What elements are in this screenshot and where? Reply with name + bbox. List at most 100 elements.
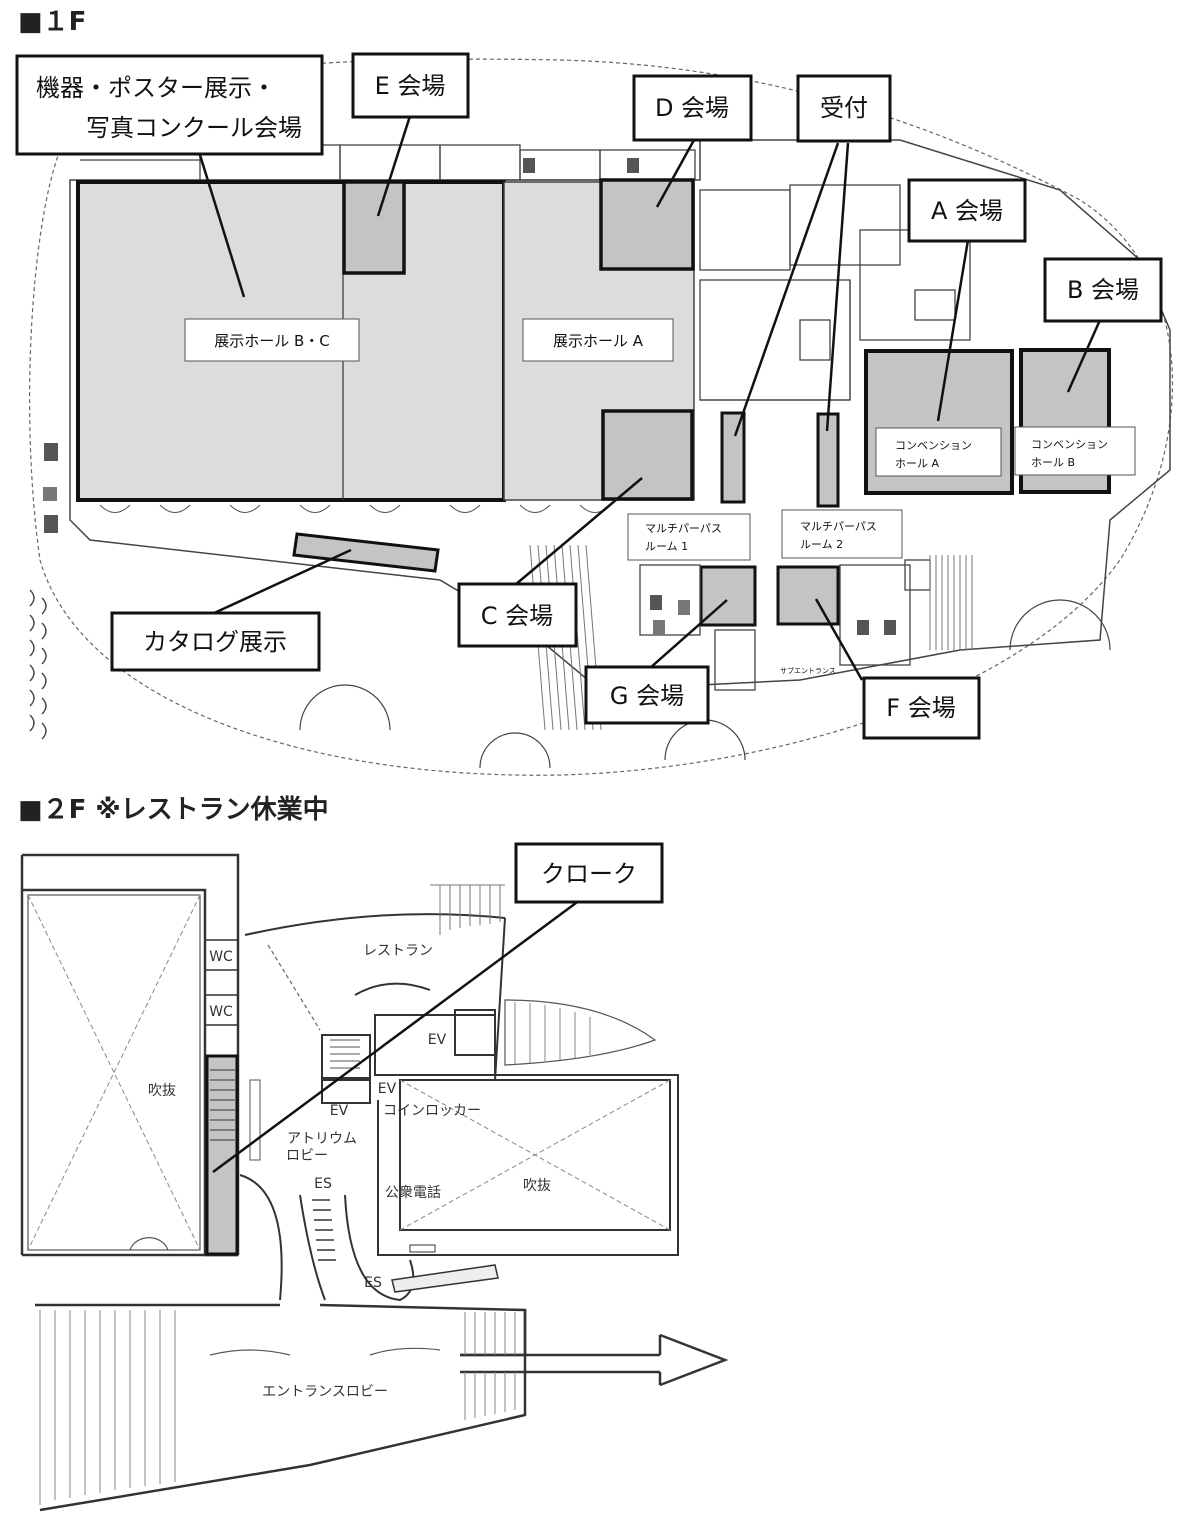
restroom-icon <box>857 620 869 635</box>
entrance-arcs-1f <box>99 504 611 513</box>
callout-lines-1f <box>198 115 1102 681</box>
void-right-frame <box>377 1074 679 1256</box>
callout-venue-c-label: C 会場 <box>481 602 553 630</box>
callout-venue-d: D 会場 <box>632 74 753 142</box>
service-rooms-right <box>699 184 971 401</box>
void-left-label: 吹抜 <box>148 1083 176 1099</box>
callout-catalog: カタログ展示 <box>110 611 321 672</box>
callout-cloak-label: クローク <box>541 860 637 888</box>
hall-bc-label-box <box>184 318 360 362</box>
mp1-label-line1: マルチパーパス <box>645 522 722 535</box>
callout-venue-g: G 会場 <box>584 665 710 725</box>
lower-service-rooms <box>639 559 931 691</box>
conv-a-label-line1: コンベンション <box>895 439 972 452</box>
es-label-2: ES <box>364 1275 382 1291</box>
catalog-display-area <box>292 532 440 573</box>
restaurant-label: レストラン <box>363 943 433 959</box>
callout-poster-exhibit: 機器・ポスター展示・ 写真コンクール会場 <box>15 54 324 156</box>
atrium-label-line2: ロビー <box>286 1148 328 1164</box>
wedge-stripes <box>514 1002 591 1064</box>
es-label-1: ES <box>314 1176 332 1192</box>
venue-e-area <box>342 180 406 275</box>
entrance-lobby-walls <box>35 1303 729 1512</box>
restroom-icon <box>523 158 535 173</box>
wc-room-2 <box>204 994 239 1026</box>
restroom-icon <box>884 620 896 635</box>
void-left <box>27 894 201 1251</box>
void-left-cross <box>27 894 201 1251</box>
void-left-arc <box>129 1237 169 1251</box>
site-outline-1f <box>29 58 1173 776</box>
callout-venue-d-label: D 会場 <box>655 94 729 122</box>
conv-b-label-line2: ホール B <box>1031 456 1075 469</box>
ev-label-3: EV <box>330 1103 349 1119</box>
restroom-icon <box>44 515 58 533</box>
mp1-label-line2: ルーム 1 <box>645 540 688 553</box>
hall-bc-label: 展示ホール B・C <box>214 332 330 350</box>
bridge-dashed <box>267 944 321 1031</box>
venue-c-area <box>601 409 694 501</box>
hall-a-label-box <box>522 318 674 362</box>
mp1-label-box <box>627 513 751 561</box>
atrium-stairs <box>330 1039 360 1069</box>
floor2-plan: WC WC 吹抜 レストラン EV EV EV コインロッカー アトリウム ロビ… <box>20 842 729 1512</box>
conv-a-label-line2: ホール A <box>895 457 939 470</box>
cloakroom-area <box>205 1054 239 1256</box>
restroom-icon <box>44 443 58 461</box>
wheelchair-icon <box>653 620 665 635</box>
payphone-mark <box>409 1244 436 1253</box>
callout-poster-line1: 機器・ポスター展示・ <box>36 74 276 102</box>
ev-label-2: EV <box>378 1081 397 1097</box>
callout-poster-line2: 写真コンクール会場 <box>86 114 302 142</box>
atrium-curve-left <box>239 1174 283 1301</box>
mp2-label-line1: マルチパーパス <box>800 520 877 533</box>
sub-entrance-label: サブエントランス <box>780 666 836 675</box>
entrance-arcs-2f <box>209 1347 441 1356</box>
stairs-right-1f <box>929 555 973 650</box>
callout-venue-e: E 会場 <box>351 52 470 119</box>
floor1-plan: 展示ホール B・C 展示ホール A コンベンション ホール A コンベンション … <box>15 52 1173 776</box>
payphone-label: 公衆電話 <box>385 1184 441 1201</box>
void-right-cross <box>399 1079 671 1231</box>
callout-catalog-label: カタログ展示 <box>143 628 287 656</box>
callout-venue-c: C 会場 <box>457 582 578 648</box>
coin-locker-label: コインロッカー <box>383 1103 481 1119</box>
water-marks-1f <box>29 589 47 740</box>
floor2-title: ■２F ※レストラン休業中 <box>18 795 329 825</box>
mp2-label-line2: ルーム 2 <box>800 538 843 551</box>
cloak-callout-line <box>212 898 581 1174</box>
escalator-left <box>299 1194 326 1301</box>
restroom-icon <box>650 595 662 610</box>
wc-label-1: WC <box>209 949 233 965</box>
escalator-right <box>391 1264 499 1293</box>
conv-a-label-box <box>875 427 1002 477</box>
venue-f-area <box>776 565 840 626</box>
hall-a-label: 展示ホール A <box>553 332 644 350</box>
restroom-icons-1f <box>43 158 896 635</box>
callout-cloak: クローク <box>514 842 664 904</box>
ground-arcs-1f <box>299 599 1111 769</box>
wheelchair-icon <box>678 600 690 615</box>
floor1-title: ■１F <box>18 7 86 37</box>
callout-venue-b-label: B 会場 <box>1067 276 1139 304</box>
cloakroom-hatch <box>210 1069 235 1141</box>
venue-g-area <box>699 565 757 627</box>
mp2-label-box <box>781 509 903 559</box>
entrance-lobby-label: エントランスロビー <box>262 1384 388 1400</box>
callout-reception-label: 受付 <box>820 94 868 122</box>
reception-desk-1 <box>720 411 746 504</box>
escalator-left-steps <box>312 1199 336 1261</box>
callout-venue-f-label: F 会場 <box>886 694 955 722</box>
callout-venue-f: F 会場 <box>862 676 981 740</box>
entrance-stripes-right <box>464 1312 516 1420</box>
sloped-stairs-top <box>430 884 505 935</box>
callout-venue-a: A 会場 <box>907 178 1027 243</box>
wheelchair-icon <box>43 487 57 501</box>
callout-venue-g-label: G 会場 <box>610 682 684 710</box>
entrance-stripes-left <box>39 1310 176 1505</box>
ev-label-1: EV <box>428 1032 447 1048</box>
locker-rack <box>249 1079 261 1161</box>
callout-venue-e-label: E 会場 <box>375 72 446 100</box>
callout-venue-b: B 会場 <box>1043 257 1163 323</box>
